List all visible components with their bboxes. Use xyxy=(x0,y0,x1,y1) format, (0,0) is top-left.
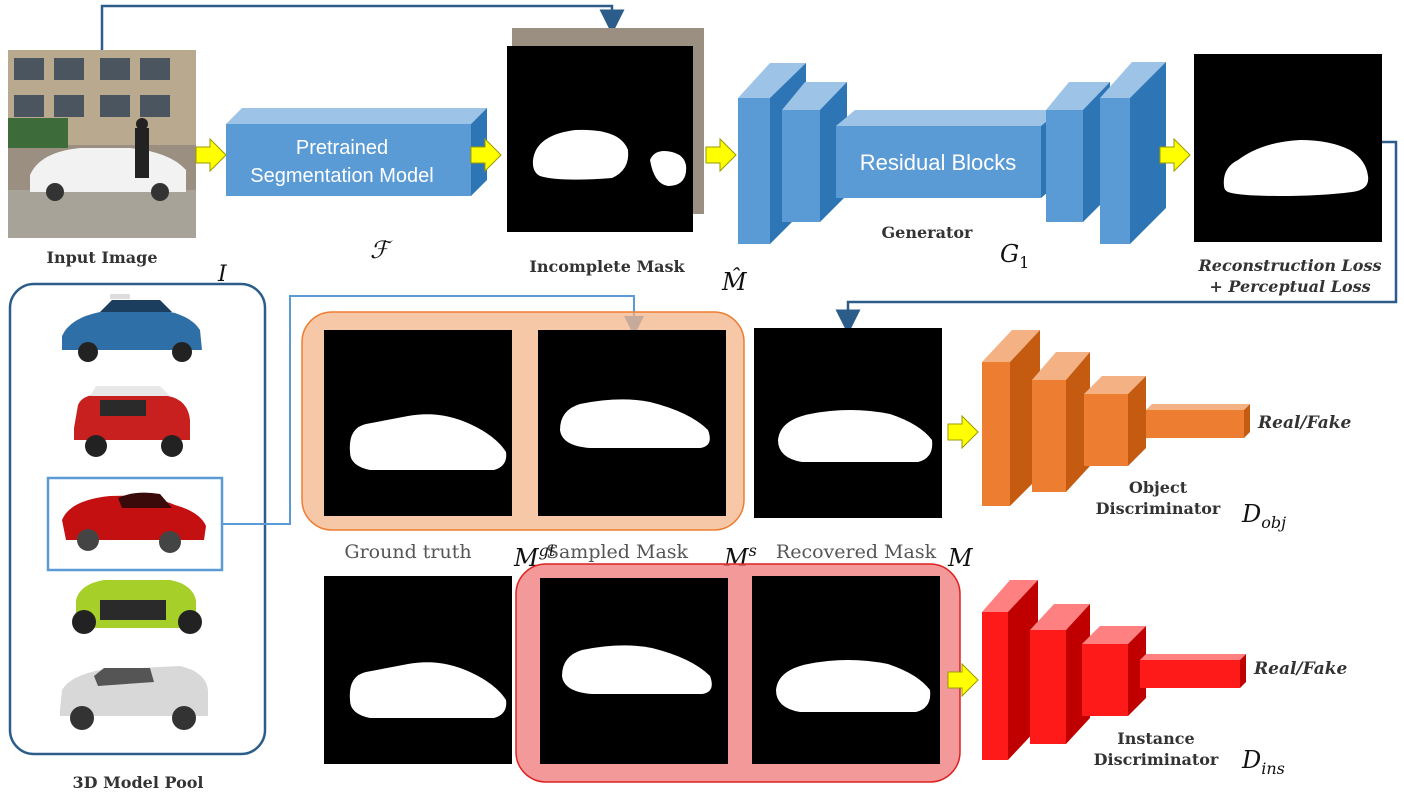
recovered-mask-label: Recovered Mask xyxy=(776,541,937,563)
generator-label: Generator xyxy=(882,223,974,242)
sampled-mask xyxy=(538,330,726,516)
ground-truth-mask-2 xyxy=(324,576,512,764)
incomplete-mask-label: Incomplete Mask xyxy=(529,257,685,276)
instance-discriminator-label-1: Instance xyxy=(1117,729,1194,748)
real-fake-object-label: Real/Fake xyxy=(1257,413,1352,433)
sample-connector xyxy=(222,295,644,525)
input-image xyxy=(8,50,196,238)
segmentation-model-box xyxy=(226,108,487,196)
sampled-mask-2 xyxy=(540,578,728,764)
top-connector xyxy=(100,4,625,50)
model-white-hatchback xyxy=(60,666,208,730)
real-fake-instance-label: Real/Fake xyxy=(1253,659,1348,679)
yellow-arrow-2 xyxy=(470,137,502,173)
yellow-arrow-1 xyxy=(195,137,227,173)
segmentation-model-label-2: Segmentation Model xyxy=(250,165,433,187)
model-sports-car-selected xyxy=(46,476,224,572)
model-police-car xyxy=(62,294,202,362)
math-M-gt: Mgt xyxy=(513,541,556,572)
generated-mask xyxy=(1194,54,1382,242)
recovered-mask-2 xyxy=(752,576,940,764)
object-discriminator-label-2: Discriminator xyxy=(1096,499,1221,518)
object-discriminator-label-1: Object xyxy=(1129,478,1188,497)
model-mini-car xyxy=(74,386,190,457)
input-image-label: Input Image xyxy=(46,248,157,267)
model-pool-label: 3D Model Pool xyxy=(73,773,204,792)
math-G1: G1 xyxy=(1000,240,1029,272)
math-D-ins: Dins xyxy=(1241,746,1285,778)
ground-truth-label: Ground truth xyxy=(344,541,471,563)
math-M-hat: M̂ xyxy=(721,268,748,296)
instance-discriminator-label-2: Discriminator xyxy=(1094,750,1219,769)
model-green-car xyxy=(72,580,202,634)
incomplete-mask xyxy=(507,28,704,232)
recovered-mask-1 xyxy=(754,328,942,518)
ground-truth-mask xyxy=(324,330,512,516)
generator-block xyxy=(738,62,1166,244)
segmentation-model-label-1: Pretrained xyxy=(296,137,388,159)
residual-blocks-label: Residual Blocks xyxy=(860,150,1017,175)
math-F: ℱ xyxy=(370,236,393,264)
math-D-obj: Dobj xyxy=(1241,500,1286,532)
yellow-arrow-6 xyxy=(947,662,979,698)
object-discriminator-block xyxy=(982,330,1250,506)
yellow-arrow-4 xyxy=(1159,137,1191,173)
math-M: M xyxy=(947,544,974,572)
perceptual-loss-label: + Perceptual Loss xyxy=(1209,277,1370,296)
yellow-arrow-5 xyxy=(947,414,979,450)
reconstruction-loss-label: Reconstruction Loss xyxy=(1197,256,1381,275)
sampled-mask-label: Sampled Mask xyxy=(546,541,689,563)
yellow-arrow-3 xyxy=(705,137,737,173)
feedback-connector xyxy=(835,140,1398,335)
instance-discriminator-block xyxy=(982,580,1246,760)
math-I: I xyxy=(217,262,228,287)
